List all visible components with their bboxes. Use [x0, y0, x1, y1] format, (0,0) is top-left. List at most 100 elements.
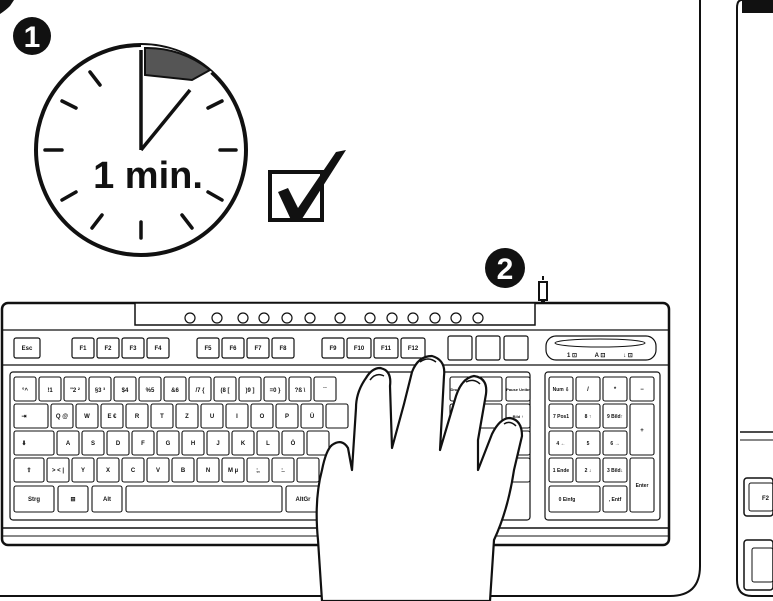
right-panel-frame — [736, 0, 773, 597]
key-b-label: B — [181, 468, 186, 474]
y-row — [13, 457, 320, 483]
media-buttons — [184, 312, 484, 324]
right-f2-key-label: F2 — [762, 496, 770, 502]
step-2-marker: 2 — [485, 248, 525, 288]
key-accent-label: `´ — [323, 388, 327, 394]
key-3-label: §3 ³ — [95, 387, 105, 394]
key-g-label: G — [166, 441, 171, 447]
caps-key-label: ⬇ — [21, 440, 26, 447]
num-6-label: 6 → — [610, 441, 619, 447]
q-row-labels: ⇥ Q @ W E € R T Z U I O P Ü — [21, 413, 314, 420]
key-1-label: !1 — [47, 388, 53, 394]
num-1-label: 1 Ende — [553, 468, 570, 474]
f12-key-label: F12 — [408, 346, 419, 352]
num-8-label: 8 ↑ — [585, 414, 592, 420]
number-row — [13, 376, 337, 402]
altgr-key-label: AltGr — [296, 497, 312, 503]
key-8-label: (8 [ — [221, 388, 230, 394]
key-i-label: I — [236, 414, 238, 420]
timer-label: 1 min. — [93, 155, 203, 197]
f9-key-label: F9 — [329, 346, 337, 352]
f2-key-label: F2 — [104, 346, 112, 352]
f6-key-label: F6 — [229, 346, 237, 352]
key-comma-label: ;, — [256, 468, 260, 474]
key-period-label: :. — [281, 468, 285, 474]
f3-key-label: F3 — [129, 346, 137, 352]
f5-key-label: F5 — [204, 346, 212, 352]
key-r-label: R — [135, 414, 140, 420]
num-multiply-label: * — [614, 387, 617, 393]
num-5-label: 5 — [587, 441, 590, 447]
key-u-label: U — [210, 414, 214, 420]
key-y-label: Y — [81, 468, 85, 474]
checkbox-checked-icon — [268, 150, 346, 222]
num-plus-label: + — [640, 428, 644, 434]
key-0-label: =0 } — [270, 388, 282, 394]
key-c-label: C — [131, 468, 136, 474]
windows-key-icon: ⊞ — [70, 497, 75, 503]
key-p-label: P — [285, 414, 289, 420]
y-row-labels: ⇧ > < | Y X C V B N M µ ;, :. — [26, 467, 285, 474]
f11-key-label: F11 — [381, 346, 392, 352]
right-panel-corner — [742, 0, 773, 13]
num-minus-label: − — [640, 387, 644, 393]
f4-key-label: F4 — [154, 346, 162, 352]
ctrl-key-label: Strg — [28, 497, 40, 503]
pageup-key-label: Bild ↑ — [513, 414, 524, 419]
q-row — [13, 403, 349, 429]
key-k-label: K — [241, 441, 246, 447]
key-e-label: E € — [107, 414, 117, 420]
key-7-label: /7 { — [195, 388, 205, 394]
key-q-label: Q @ — [56, 414, 68, 420]
num-3-label: 3 Bild↓ — [607, 468, 623, 474]
key-a-label: A — [66, 441, 71, 447]
shift-key-label: ⇧ — [26, 467, 31, 474]
hand-illustration — [315, 354, 524, 601]
key-caret-label: °^ — [22, 388, 28, 394]
numpad-keys — [548, 376, 655, 513]
esc-key-label: Esc — [22, 346, 33, 352]
key-x-label: X — [106, 468, 110, 474]
key-s-label: S — [91, 441, 95, 447]
pause-key-label: Pause Untbr — [506, 387, 530, 392]
key-oe-label: Ö — [291, 440, 296, 447]
key-v-label: V — [156, 468, 160, 474]
num-enter-label: Enter — [636, 483, 649, 489]
key-f-label: F — [141, 441, 145, 447]
key-w-label: W — [84, 414, 90, 420]
key-2-label: "2 ² — [70, 387, 80, 394]
key-j-label: J — [216, 441, 219, 447]
key-l-label: L — [266, 441, 270, 447]
step-1-marker: 1 — [0, 0, 51, 55]
number-row-labels: °^ !1 "2 ² §3 ³ $4 %5 &6 /7 { (8 [ )9 ] … — [22, 387, 327, 394]
key-t-label: T — [160, 414, 164, 420]
key-o-label: O — [260, 414, 265, 420]
key-5-label: %5 — [146, 388, 155, 394]
led-scroll-label: ↓ ⊡ — [623, 353, 633, 359]
left-panel-frame — [0, 0, 701, 597]
key-h-label: H — [191, 441, 195, 447]
key-lt-label: > < | — [52, 468, 64, 474]
alt-key-label: Alt — [103, 497, 111, 503]
key-d-label: D — [116, 441, 121, 447]
timer-clock-icon: 1 min. — [34, 43, 248, 257]
key-z-label: Z — [185, 414, 189, 420]
bottom-row-labels: Strg ⊞ Alt AltGr — [28, 497, 311, 503]
f8-key-label: F8 — [279, 346, 287, 352]
num-decimal-label: , Entf — [609, 497, 622, 503]
key-4-label: $4 — [122, 388, 129, 394]
step-2-number: 2 — [497, 253, 514, 286]
num-9-label: 9 Bild↑ — [607, 414, 623, 420]
step-1-number: 1 — [24, 21, 41, 54]
tab-key-label: ⇥ — [21, 414, 26, 420]
key-9-label: )9 ] — [246, 388, 255, 394]
right-panel-keyboard-fragment: F2 — [740, 431, 773, 591]
a-row — [13, 430, 330, 456]
num-divide-label: / — [587, 387, 589, 393]
function-row: Esc F1 F2 F3 F4 F5 F6 F7 F8 F9 F10 F11 F… — [13, 335, 657, 361]
num-0-label: 0 Einfg — [559, 497, 576, 503]
num-4-label: 4 ← — [556, 441, 565, 447]
key-ue-label: Ü — [310, 413, 314, 420]
key-m-label: M µ — [228, 468, 239, 474]
